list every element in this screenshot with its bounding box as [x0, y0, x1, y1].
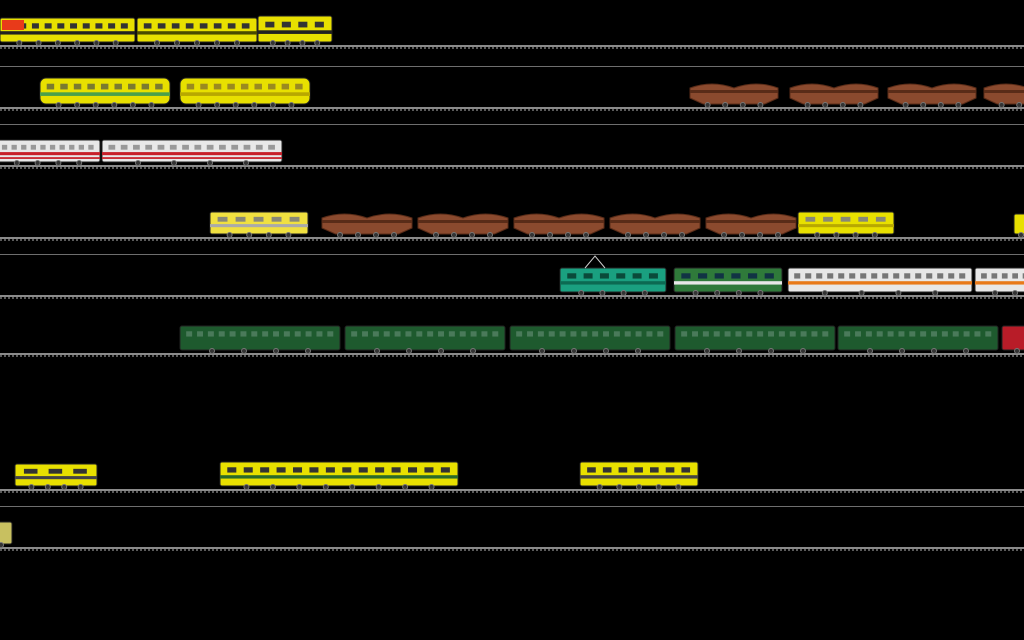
hopper-wagon[interactable] [417, 213, 509, 238]
hopper-wagon[interactable] [789, 83, 879, 108]
maintenance-locomotive[interactable] [257, 15, 333, 46]
partial-car[interactable] [1013, 213, 1024, 238]
rail-track [0, 165, 1024, 169]
divider-line [0, 124, 1024, 125]
rail-track [0, 489, 1024, 493]
hopper-wagon[interactable] [321, 213, 413, 238]
passenger-coach[interactable] [101, 139, 283, 166]
electric-locomotive[interactable] [673, 267, 783, 296]
diesel-locomotive[interactable] [179, 77, 311, 108]
diesel-locomotive[interactable] [39, 77, 171, 108]
divider-line [0, 254, 1024, 255]
rail-track [0, 295, 1024, 299]
green-coach[interactable] [674, 325, 836, 354]
hopper-wagon[interactable] [609, 213, 701, 238]
rail-track [0, 107, 1024, 111]
divider-line [0, 66, 1024, 67]
trains-layer [0, 15, 1024, 548]
hopper-wagon[interactable] [705, 213, 797, 238]
maintenance-machine[interactable] [0, 17, 136, 46]
passenger-coach[interactable] [974, 267, 1024, 296]
shunter-locomotive[interactable] [209, 211, 309, 238]
green-coach[interactable] [344, 325, 506, 354]
tracks-layer [0, 45, 1024, 551]
divider-line [0, 506, 1024, 507]
pantograph [584, 255, 606, 269]
rail-track [0, 547, 1024, 551]
green-coach[interactable] [509, 325, 671, 354]
hopper-wagon[interactable] [689, 83, 779, 108]
hopper-wagon[interactable] [983, 83, 1024, 108]
shunter-locomotive[interactable] [797, 211, 895, 238]
machine-logo [2, 20, 24, 30]
hopper-wagon[interactable] [513, 213, 605, 238]
green-coach[interactable] [837, 325, 999, 354]
electric-locomotive[interactable] [559, 267, 667, 296]
tamping-machine[interactable] [219, 461, 459, 490]
passenger-coach[interactable] [0, 139, 101, 166]
green-coach[interactable] [179, 325, 341, 354]
track-machine-small[interactable] [14, 463, 98, 490]
hopper-wagon[interactable] [887, 83, 977, 108]
rail-track [0, 237, 1024, 241]
partial-car[interactable] [0, 521, 13, 548]
maintenance-machine[interactable] [136, 17, 258, 46]
rail-track [0, 45, 1024, 49]
red-coach[interactable] [1001, 325, 1024, 354]
rail-track [0, 353, 1024, 357]
passenger-coach[interactable] [787, 267, 973, 296]
track-machine[interactable] [579, 461, 699, 490]
